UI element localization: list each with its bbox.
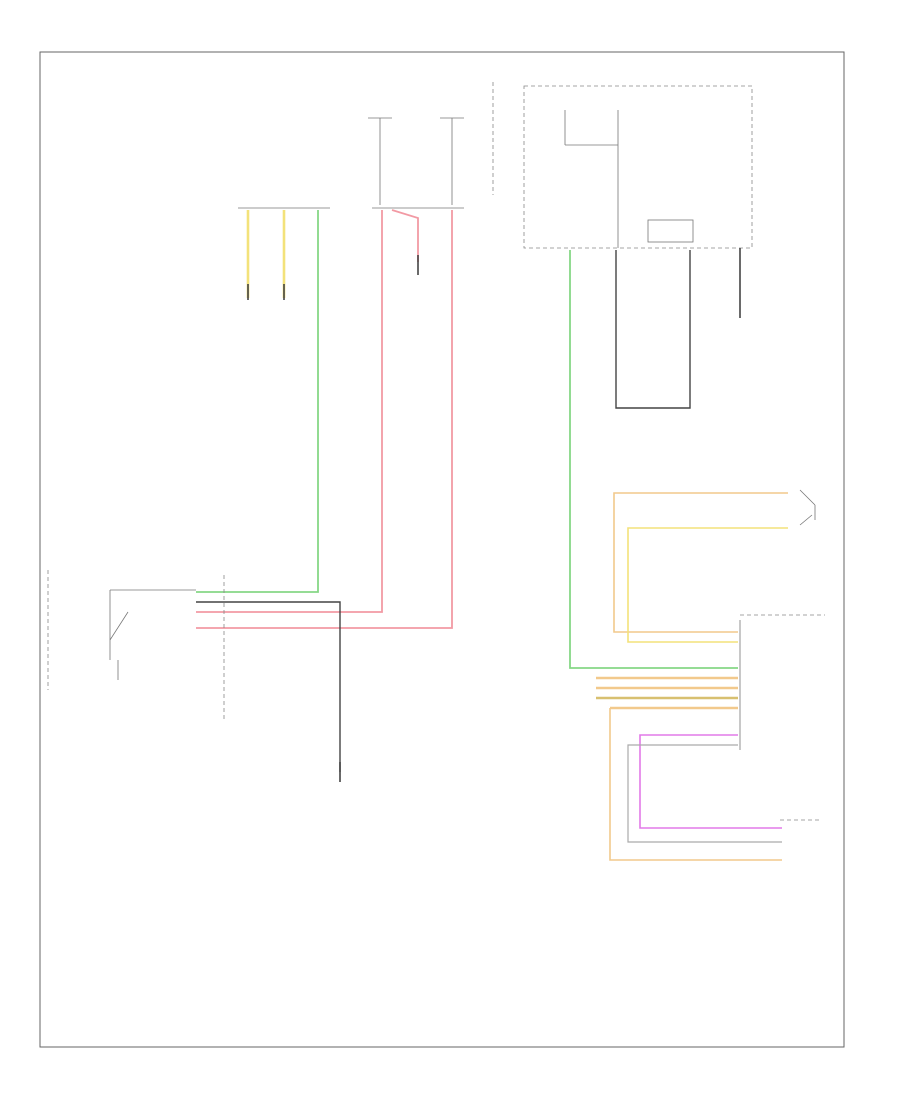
pink-wire-branch bbox=[391, 209, 419, 262]
right-bundle-wires bbox=[596, 676, 738, 710]
orange-loop bbox=[613, 492, 788, 633]
magenta-loop bbox=[639, 734, 782, 829]
top-right-module bbox=[523, 85, 753, 318]
green-wire-right bbox=[569, 250, 738, 669]
top-left-fuse-area bbox=[238, 82, 494, 209]
pink-wire-1 bbox=[196, 210, 383, 613]
page-frame bbox=[39, 51, 845, 1048]
right-module-connector bbox=[739, 614, 825, 821]
black-loop bbox=[615, 250, 691, 409]
pink-wire-2 bbox=[196, 210, 453, 629]
grey-lower-wire bbox=[627, 744, 782, 843]
left-switch-assembly bbox=[47, 570, 225, 720]
yellow-wires bbox=[246, 210, 286, 300]
yellow-loop bbox=[627, 527, 788, 643]
black-wire-ground bbox=[196, 601, 341, 772]
top-right-switch bbox=[799, 489, 816, 526]
green-wire-left bbox=[196, 210, 319, 593]
orange-lower-loop bbox=[609, 708, 782, 861]
